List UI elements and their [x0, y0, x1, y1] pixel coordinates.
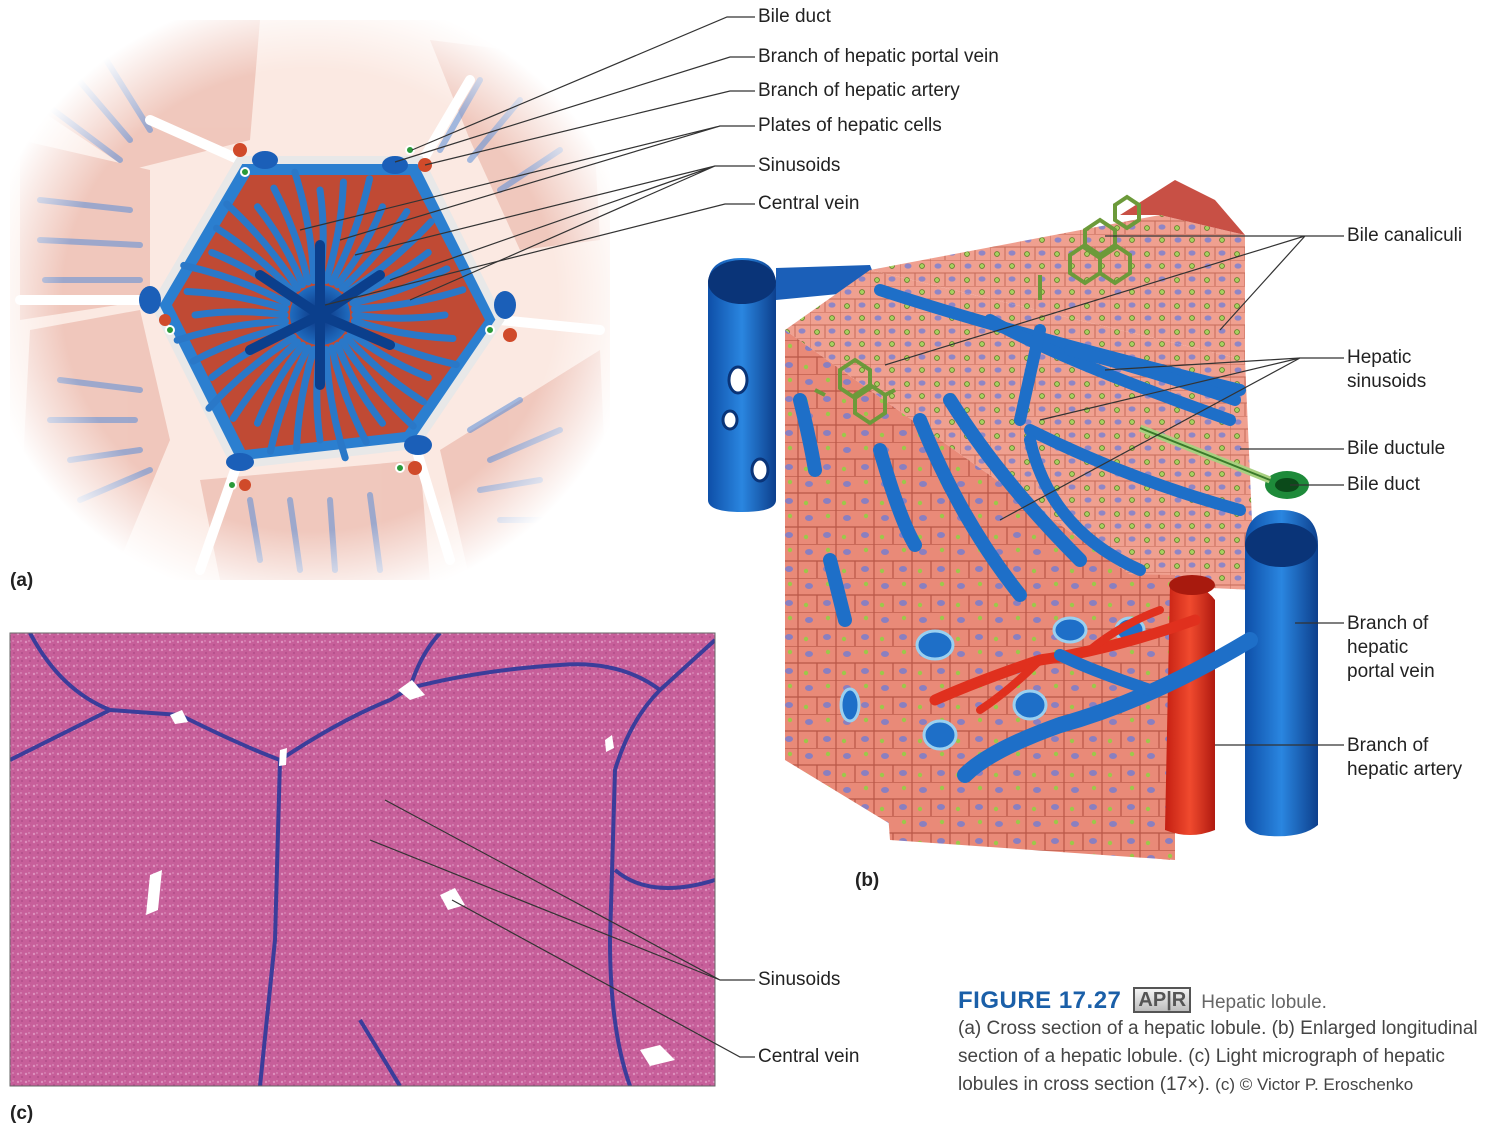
figure-number: FIGURE 17.27 — [958, 987, 1121, 1014]
label-a-plates-hepatic-cells: Plates of hepatic cells — [758, 114, 942, 138]
label-a-sinusoids: Sinusoids — [758, 154, 840, 178]
label-b-hepatic-artery: Branch of hepatic artery — [1347, 734, 1462, 782]
label-a-bile-duct: Bile duct — [758, 5, 831, 29]
label-a-hepatic-artery: Branch of hepatic artery — [758, 79, 960, 103]
figure-title: Hepatic lobule. — [1201, 992, 1327, 1013]
label-b-bile-canaliculi: Bile canaliculi — [1347, 224, 1462, 248]
panel-c-micrograph — [10, 633, 715, 1086]
label-b-bile-duct: Bile duct — [1347, 473, 1420, 497]
apr-badge: AP|R — [1133, 987, 1191, 1013]
label-b-bile-ductule: Bile ductule — [1347, 437, 1445, 461]
panel-a-letter: (a) — [10, 570, 33, 592]
panel-b-longitudinal-section — [708, 180, 1318, 860]
caption-credit: (c) © Victor P. Eroschenko — [1215, 1075, 1413, 1094]
label-c-central-vein: Central vein — [758, 1045, 859, 1069]
panel-b-letter: (b) — [855, 870, 879, 892]
panel-c-letter: (c) — [10, 1103, 33, 1125]
label-a-portal-vein: Branch of hepatic portal vein — [758, 45, 999, 69]
label-a-central-vein: Central vein — [758, 192, 859, 216]
label-b-portal-vein: Branch of hepatic portal vein — [1347, 612, 1435, 684]
label-c-sinusoids: Sinusoids — [758, 968, 840, 992]
label-b-hepatic-sinusoids: Hepatic sinusoids — [1347, 346, 1426, 394]
